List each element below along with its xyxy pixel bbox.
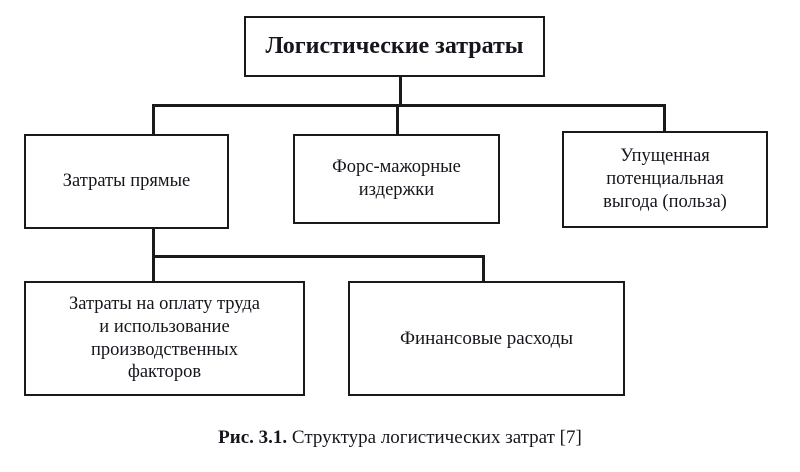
connector-drop-financial-expenses — [482, 255, 485, 283]
figure-caption: Рис. 3.1. Структура логистических затрат… — [0, 427, 800, 449]
figure-caption-number: Рис. 3.1. — [218, 427, 288, 448]
connector-root-stem — [399, 77, 402, 107]
connector-level3-bus — [152, 255, 485, 258]
node-direct-costs: Затраты прямые — [24, 134, 229, 229]
node-label: Логистические затраты — [265, 32, 524, 59]
node-label: Финансовые расходы — [399, 327, 574, 349]
connector-drop-lost-benefit — [663, 104, 666, 134]
connector-level2-bus — [152, 104, 666, 107]
node-label: Затраты на оплату труда и использование … — [68, 293, 261, 383]
node-label: Форс-мажорные издержки — [332, 157, 461, 200]
node-labor-and-production-factors: Затраты на оплату труда и использование … — [24, 281, 305, 396]
connector-drop-direct-costs — [152, 104, 155, 136]
node-financial-expenses: Финансовые расходы — [348, 281, 625, 396]
connector-drop-force-majeure — [396, 104, 399, 136]
node-label: Упущенная потенциальная выгода (польза) — [603, 146, 727, 212]
node-force-majeure-costs: Форс-мажорные издержки — [293, 134, 500, 224]
node-label: Затраты прямые — [62, 171, 191, 192]
figure-caption-text: Структура логистических затрат [7] — [287, 427, 582, 448]
node-logistics-costs: Логистические затраты — [244, 16, 545, 77]
node-lost-potential-benefit: Упущенная потенциальная выгода (польза) — [562, 131, 768, 228]
